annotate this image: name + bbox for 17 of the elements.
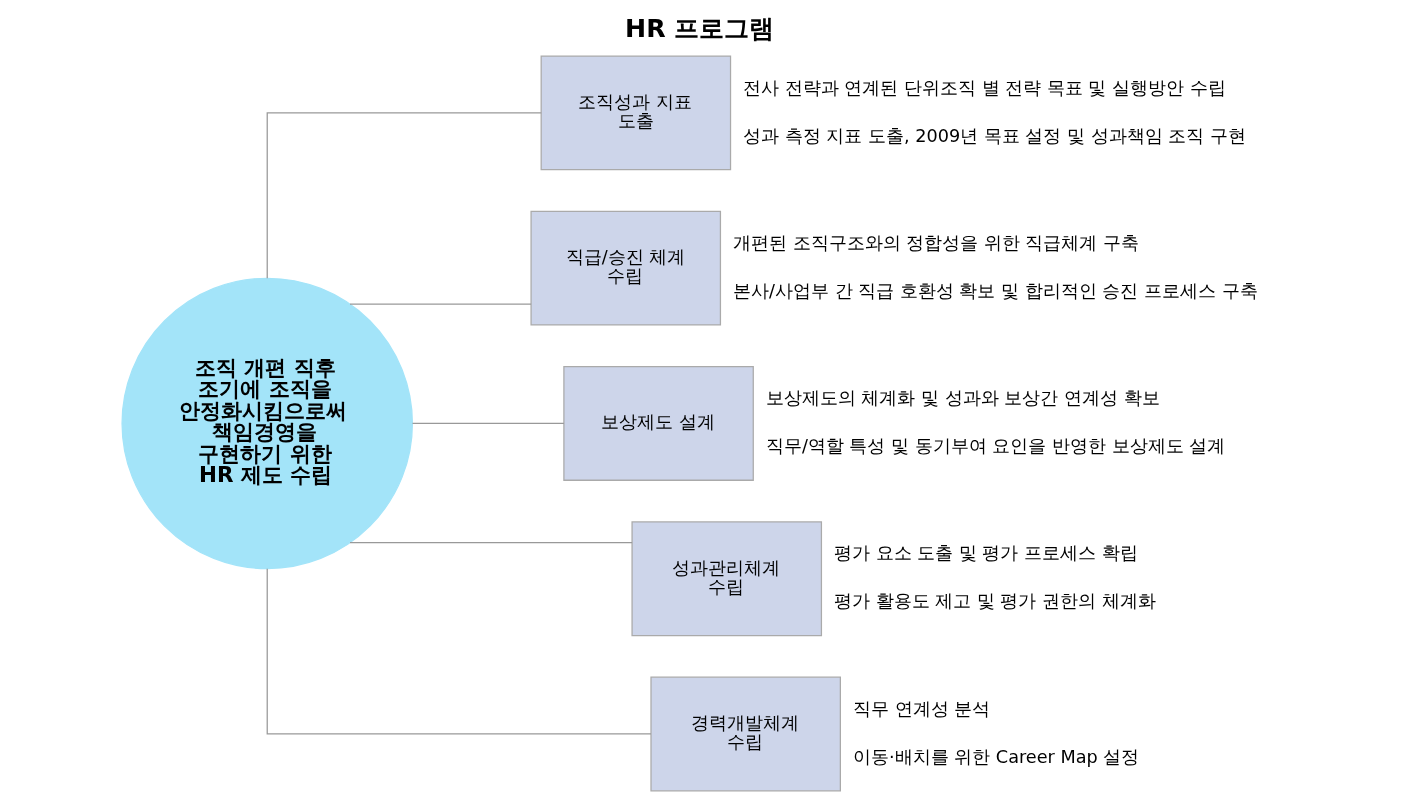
node-label: 평가 요소 도출 및 평가 프로세스 확립 <box>834 543 1138 564</box>
connector <box>266 112 542 279</box>
node-label: 보상제도의 체계화 및 성과와 보상간 연계성 확보 <box>765 388 1160 409</box>
node-label: 개편된 조직구조와의 정합성을 위한 직급체계 구축 <box>733 232 1140 253</box>
node-label: 이동·배치를 위한 Career Map 설정 <box>852 746 1140 767</box>
node-label: 직무/역할 특성 및 동기부여 요인을 반영한 보상제도 설계 <box>765 436 1226 457</box>
connector <box>349 303 532 305</box>
node-label: 본사/사업부 간 직급 호환성 확보 및 합리적인 승진 프로세스 구축 <box>733 280 1258 301</box>
node-circle: 조직 개편 직후 조기에 조직을 안정화시킴으로써 책임경영을 구현하기 위한 HR 제도 수립 <box>121 277 414 570</box>
connector <box>411 422 565 425</box>
node-label: 성과 측정 지표 도출, 2009년 목표 설정 및 성과책임 조직 구현 <box>743 125 1246 146</box>
connector <box>266 568 652 735</box>
node-label: 평가 활용도 제고 및 평가 권한의 체계화 <box>834 591 1156 612</box>
connector <box>349 542 633 544</box>
node-label: 전사 전략과 연계된 단위조직 별 전략 목표 및 실행방안 수립 <box>743 77 1226 98</box>
diagram-title: HR 프로그램 <box>625 14 775 44</box>
node-label: 직무 연계성 분석 <box>852 698 991 719</box>
